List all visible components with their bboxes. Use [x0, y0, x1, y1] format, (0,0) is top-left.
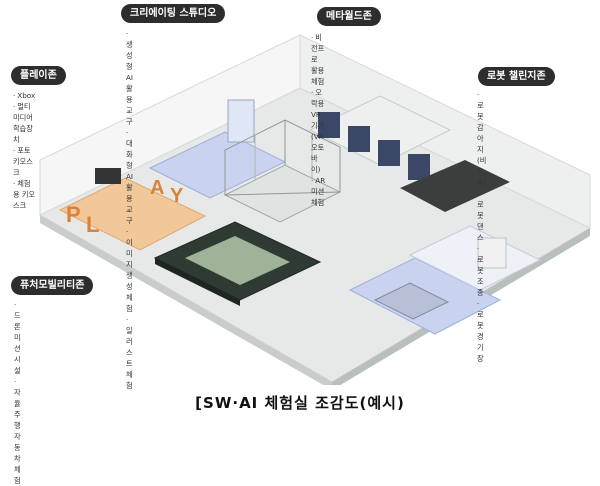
zone-items-play: Xbox 멀티미디어 학습장치 포토 키오스크 체험용 키오스크: [13, 90, 35, 211]
meta-booth-3: [378, 140, 400, 166]
zone-item: 오락용VR기기 (VR 오토바이): [311, 87, 325, 175]
zone-item: 멀티미디어 학습장치: [13, 101, 35, 145]
play-letter-p: P: [66, 202, 81, 227]
zone-items-meta: 비전프로 활용 체험 오락용VR기기 (VR 오토바이) AR미션체험: [311, 32, 325, 208]
mobility-track-edge: [155, 258, 240, 306]
zone-item: Xbox: [13, 90, 35, 101]
zone-title-robot: 로봇 챌린지존: [478, 67, 555, 86]
floor-plan-illustration: P L A Y: [38, 34, 592, 385]
zone-item: 로봇 조종: [477, 243, 486, 298]
zone-item: 로봇감아지(비트독): [477, 89, 486, 188]
zone-item: 일러스트 체험: [126, 314, 133, 391]
play-zone-screen: [95, 168, 121, 184]
creative-zone-booth: [227, 99, 255, 143]
zone-title-play: 플레이존: [11, 66, 66, 85]
zone-item: 드론 미션시설: [14, 299, 21, 376]
meta-booth-4: [408, 154, 430, 180]
base-floor-edge: [40, 215, 332, 385]
zone-item: 로봇 댄스: [477, 188, 486, 243]
play-letter-l: L: [86, 212, 99, 237]
zone-item: 포토 키오스크: [13, 145, 35, 178]
zone-items-creative: 생성형AI활용교구 대화형AI활용교구 이미지 생성 체험 일러스트 체험: [126, 28, 133, 391]
zone-item: 로봇경기장: [477, 298, 486, 364]
zone-item: 비전프로 활용 체험: [311, 32, 325, 87]
play-letter-y: Y: [170, 185, 184, 207]
zone-item: 생성형AI활용교구: [126, 28, 133, 127]
zone-item: 체험용 키오스크: [13, 178, 35, 211]
mobility-track-inner: [185, 236, 290, 285]
robot-zone-classroom: [408, 225, 542, 291]
play-letter-a: A: [150, 177, 164, 199]
meta-zone-floor: [308, 95, 452, 166]
zone-title-future: 퓨처모빌리티존: [11, 276, 94, 295]
zone-title-creative: 크리에이팅 스튜디오: [121, 4, 226, 23]
zone-item: 이미지 생성 체험: [126, 226, 133, 314]
figure-caption: [SW·AI 체험실 조감도(예시): [195, 394, 405, 412]
zone-item: AR미션체험: [311, 175, 325, 208]
meta-booth-2: [348, 126, 370, 152]
zone-item: 대화형AI활용교구: [126, 127, 133, 226]
zone-title-meta: 메타월드존: [317, 7, 381, 26]
zone-items-robot: 로봇감아지(비트독) 로봇 댄스 로봇 조종 로봇경기장: [477, 89, 486, 364]
robot-arena: [373, 282, 450, 320]
